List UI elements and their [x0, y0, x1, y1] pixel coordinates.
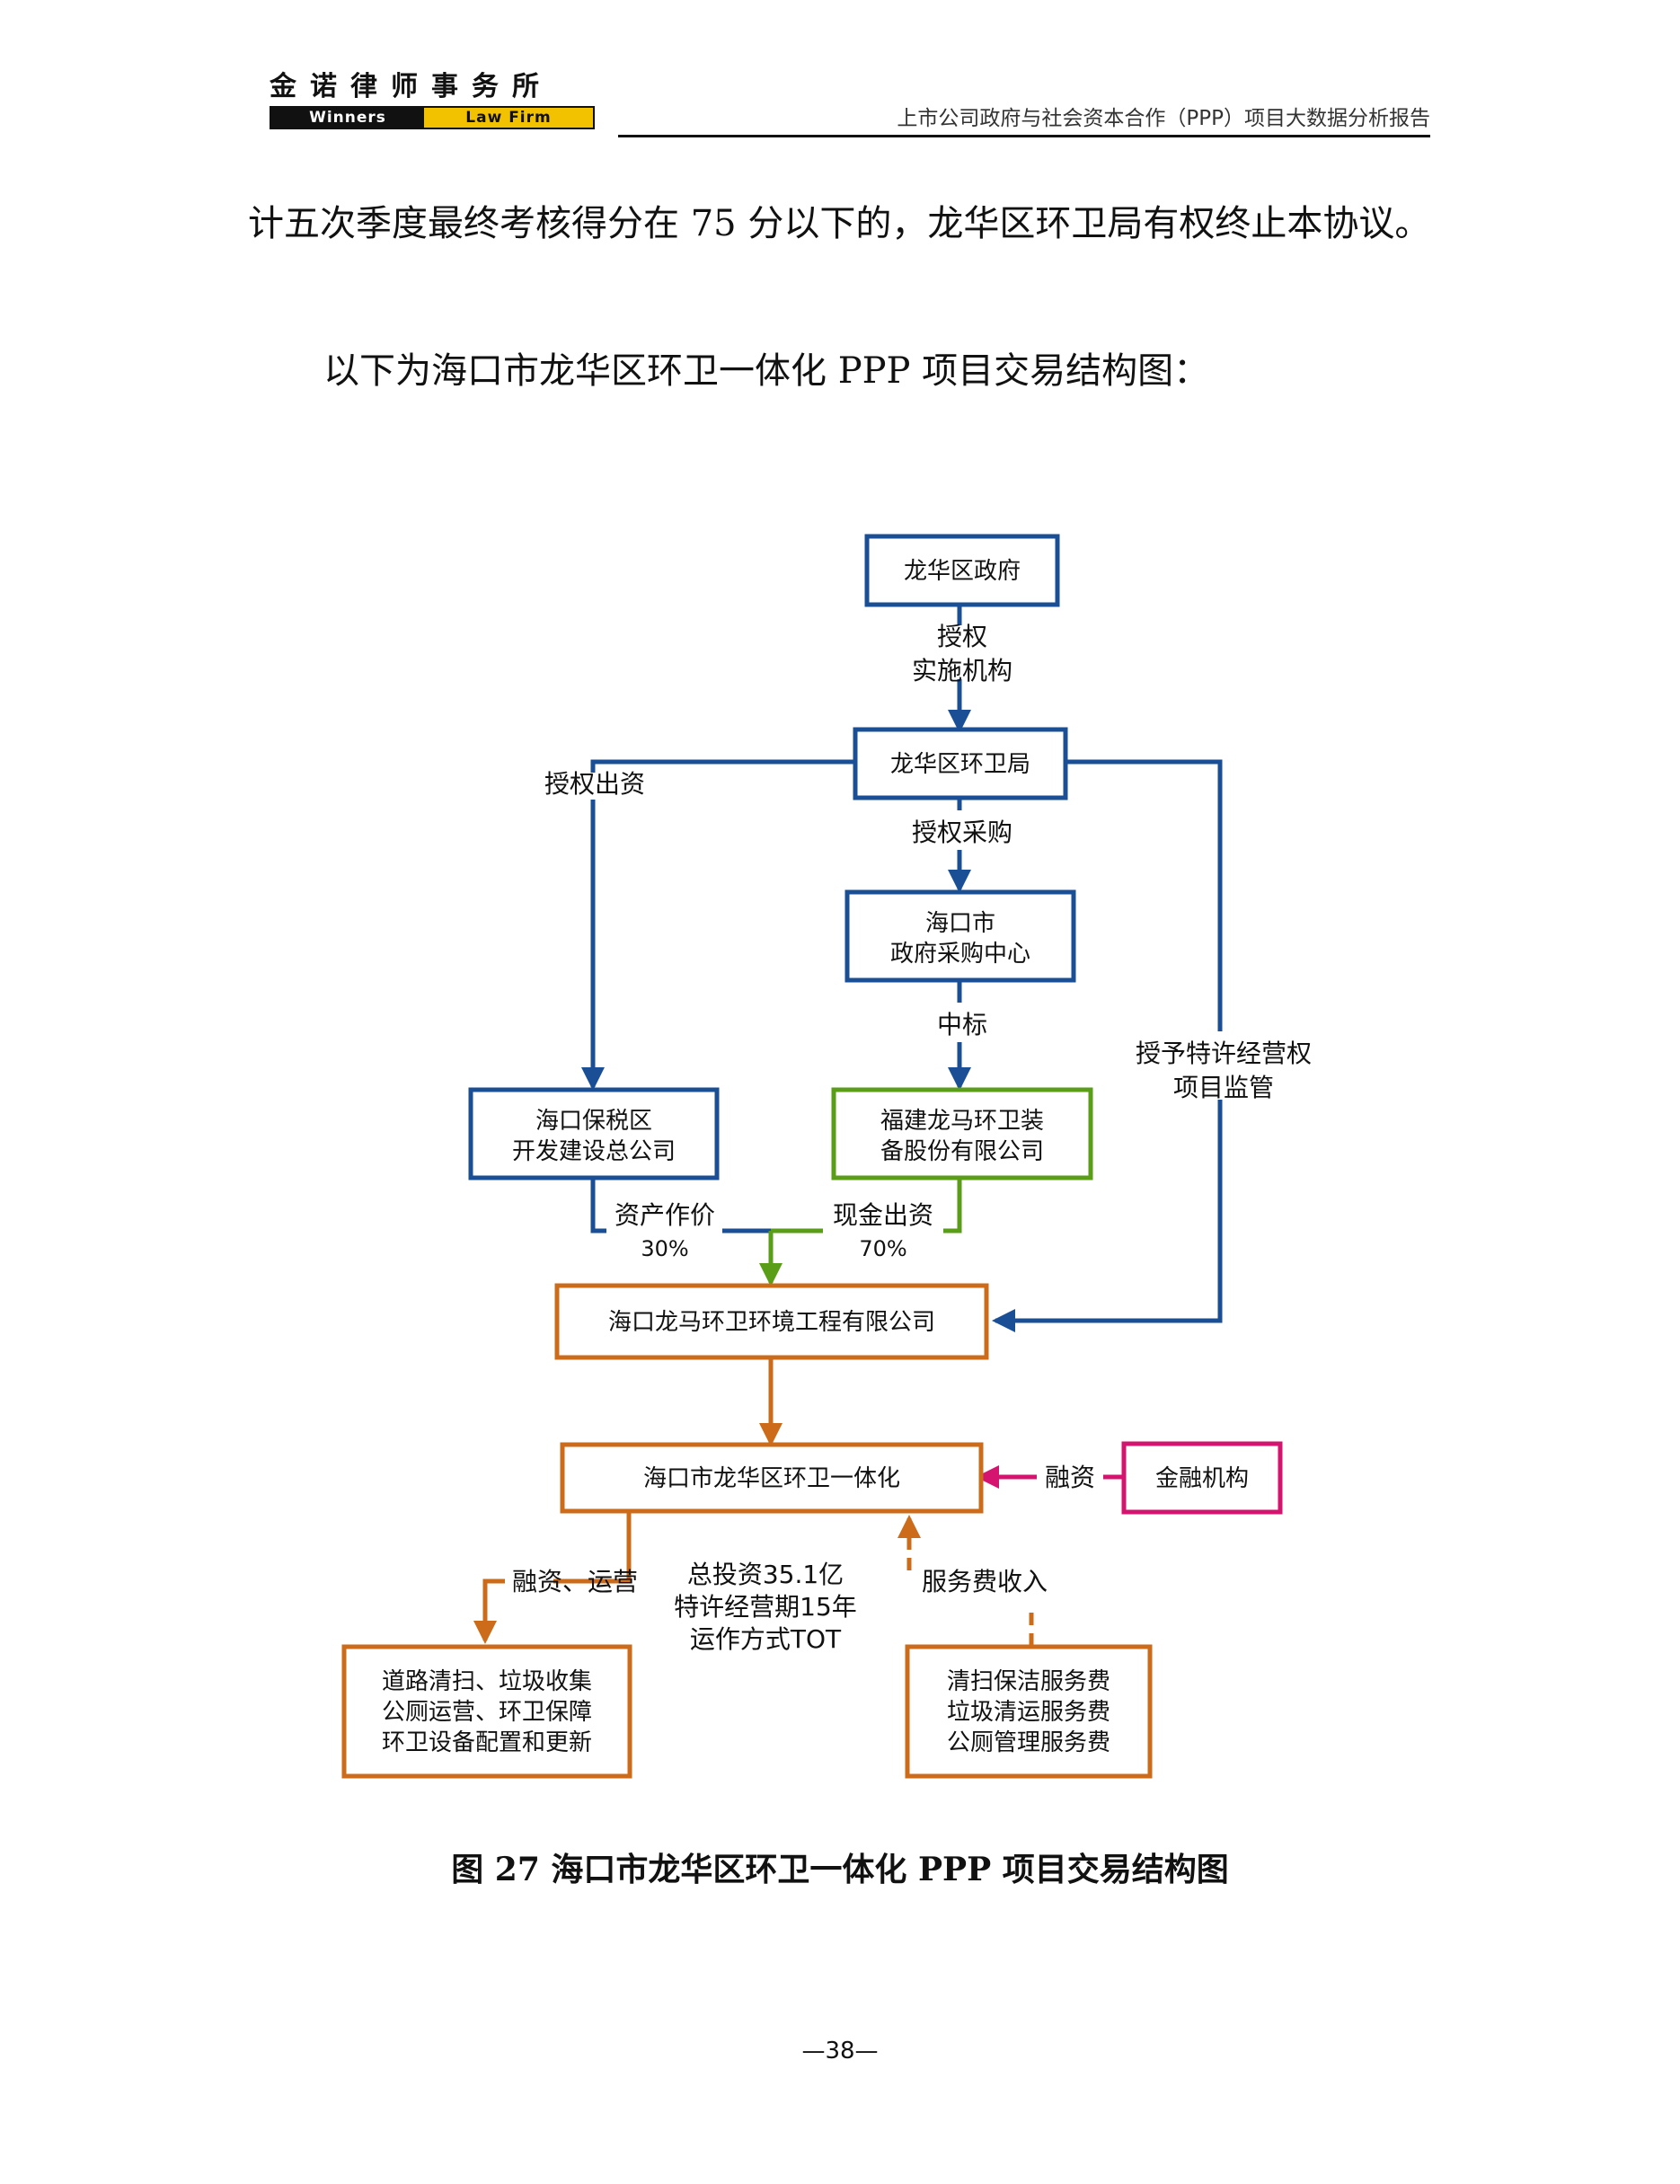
node-scope-label-1: 道路清扫、垃圾收集 — [382, 1668, 592, 1695]
header-divider — [618, 135, 1430, 137]
label-cash-pct: 70% — [859, 1236, 906, 1261]
node-financial-label: 金融机构 — [1155, 1465, 1249, 1492]
node-project: 海口市龙华区环卫一体化 — [560, 1442, 984, 1514]
label-authorize-invest: 授权出资 — [544, 769, 645, 799]
label-total-investment: 总投资35.1亿 — [687, 1560, 844, 1589]
edge-bonded-asset — [590, 1179, 606, 1233]
node-fees-label-1: 清扫保洁服务费 — [947, 1668, 1110, 1695]
page-number: —38— — [801, 2038, 879, 2065]
edge-longma-cash — [943, 1179, 962, 1233]
node-gov-label: 龙华区政府 — [904, 558, 1021, 585]
logo-english-left: Winners — [271, 108, 424, 128]
label-financing: 融资 — [1045, 1463, 1095, 1492]
node-scope-label-3: 环卫设备配置和更新 — [382, 1729, 592, 1756]
node-service-scope: 道路清扫、垃圾收集 公厕运营、环卫保障 环卫设备配置和更新 — [341, 1644, 632, 1779]
edge-project-to-scope — [473, 1578, 505, 1644]
edge-bureau-to-company — [992, 1100, 1223, 1332]
label-authorize: 授权 — [937, 622, 987, 651]
label-service-fee-income: 服务费收入 — [922, 1567, 1048, 1596]
label-asset-pct: 30% — [641, 1236, 688, 1261]
logo-chinese-name: 金诺律师事务所 — [270, 71, 553, 102]
node-fees-label-2: 垃圾清运服务费 — [947, 1699, 1110, 1726]
label-implementing-agency: 实施机构 — [912, 656, 1012, 685]
node-bureau-label: 龙华区环卫局 — [890, 751, 1030, 778]
edge-bureau-right — [1065, 759, 1223, 1031]
node-longma-label-2: 备股份有限公司 — [880, 1138, 1044, 1165]
node-longma-company: 福建龙马环卫装 备股份有限公司 — [831, 1087, 1093, 1180]
label-win-bid: 中标 — [937, 1010, 987, 1039]
node-service-fees: 清扫保洁服务费 垃圾清运服务费 公厕管理服务费 — [905, 1644, 1153, 1779]
node-gov: 龙华区政府 — [864, 534, 1060, 607]
label-financing-operation: 融资、运营 — [512, 1567, 638, 1596]
figure-caption: 图 27 海口市龙华区环卫一体化 PPP 项目交易结构图 — [451, 1851, 1229, 1888]
body-paragraph-1: 计五次季度最终考核得分在 75 分以下的，龙华区环卫局有权终止本协议。 — [248, 203, 1431, 244]
label-supervision: 项目监管 — [1173, 1073, 1274, 1102]
logo-english-right: Law Firm — [424, 108, 593, 128]
node-fees-label-3: 公厕管理服务费 — [947, 1729, 1110, 1756]
node-project-company-label: 海口龙马环卫环境工程有限公司 — [608, 1309, 935, 1336]
report-header-title: 上市公司政府与社会资本合作（PPP）项目大数据分析报告 — [897, 107, 1430, 130]
node-project-company: 海口龙马环卫环境工程有限公司 — [554, 1283, 989, 1360]
node-procurement-label-2: 政府采购中心 — [890, 941, 1030, 968]
node-bonded-label-2: 开发建设总公司 — [512, 1138, 676, 1165]
label-asset-contribution: 资产作价 — [615, 1200, 715, 1230]
firm-logo: 金诺律师事务所 Winners Law Firm — [270, 72, 595, 129]
edge-project-left — [553, 1513, 632, 1584]
node-scope-label-2: 公厕运营、环卫保障 — [382, 1699, 592, 1726]
body-paragraph-2: 以下为海口市龙华区环卫一体化 PPP 项目交易结构图： — [323, 350, 1210, 392]
node-bonded-label-1: 海口保税区 — [535, 1108, 652, 1135]
node-procurement-center: 海口市 政府采购中心 — [844, 889, 1076, 983]
label-franchise-period: 特许经营期15年 — [674, 1592, 857, 1622]
node-financial-institution: 金融机构 — [1121, 1441, 1283, 1515]
node-sanitation-bureau: 龙华区环卫局 — [853, 727, 1068, 800]
label-operation-mode: 运作方式TOT — [690, 1624, 842, 1654]
edge-bureau-left — [590, 759, 855, 773]
node-longma-label-1: 福建龙马环卫装 — [880, 1108, 1044, 1135]
label-grant-franchise: 授予特许经营权 — [1136, 1039, 1312, 1068]
label-authorize-purchase: 授权采购 — [912, 818, 1012, 847]
logo-english-bar: Winners Law Firm — [270, 106, 595, 129]
label-cash-contribution: 现金出资 — [833, 1200, 933, 1230]
node-project-label: 海口市龙华区环卫一体化 — [643, 1465, 900, 1492]
node-bonded-zone-company: 海口保税区 开发建设总公司 — [468, 1087, 720, 1180]
node-procurement-label-1: 海口市 — [925, 910, 995, 937]
